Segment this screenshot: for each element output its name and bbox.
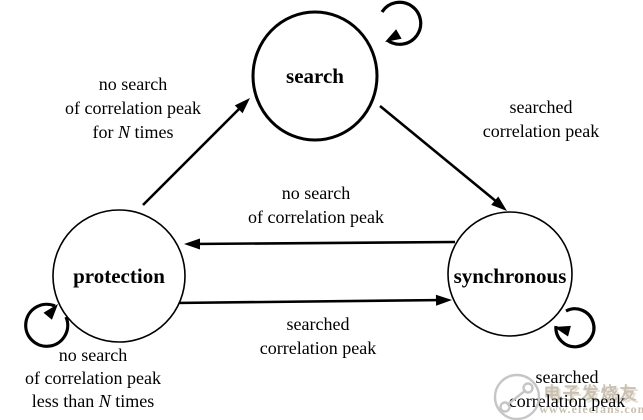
arrowhead-icon [554, 325, 571, 337]
watermark-url-text: www.elecfans.com [539, 402, 643, 416]
arrowhead-icon [184, 238, 200, 250]
watermark-brand-text: 电子发烧友 [544, 383, 639, 403]
state-search-label: search [286, 64, 344, 88]
edge-label-line: searched [510, 97, 573, 117]
self-loop-search-arc [380, 0, 423, 46]
edge-synchronous-to-protection-line [189, 240, 456, 246]
edge-synchronous-to-protection [184, 238, 456, 250]
edge-label-line: of correlation peak [248, 207, 384, 227]
self-loop-protection-arc [24, 302, 70, 348]
edge-search-to-synchronous-line [379, 104, 504, 209]
edge-protection-to-search [142, 98, 250, 206]
state-protection: protection [52, 209, 186, 343]
edge-label-line: no search [99, 74, 167, 94]
edge-label-protection-to-synchronous: searched correlation peak [260, 314, 376, 358]
edge-label-line: of correlation peak [25, 368, 161, 388]
watermark-logo-line [506, 389, 527, 406]
state-search: search [251, 10, 379, 142]
edge-label-line: searched [536, 367, 599, 387]
state-protection-label: protection [73, 264, 165, 288]
edge-protection-to-search-line [142, 101, 247, 206]
arrowhead-icon [491, 196, 507, 211]
state-synchronous-label: synchronous [454, 264, 567, 288]
edge-label-synchronous-to-protection: no search of correlation peak [248, 183, 384, 227]
state-search-circle [251, 10, 379, 142]
edge-label-protection-self: no search of correlation peak less than … [25, 345, 161, 411]
edge-label-line: no search [59, 345, 127, 365]
edge-label-line: correlation peak [260, 338, 376, 358]
edge-search-to-synchronous [379, 104, 507, 211]
edge-label-protection-to-search: no search of correlation peak for N time… [65, 74, 201, 142]
state-synchronous: synchronous [447, 211, 573, 337]
edge-label-line: for N times [92, 122, 173, 142]
state-synchronous-circle [447, 211, 573, 337]
watermark-logo-circle [493, 373, 541, 420]
self-loop-search [380, 0, 423, 46]
edge-label-search-to-synchronous: searched correlation peak [483, 97, 599, 141]
edge-label-line: correlation peak [509, 391, 625, 411]
edge-label-line: searched [287, 314, 350, 334]
edge-label-line: less than N times [32, 391, 155, 411]
edge-label-line: of correlation peak [65, 98, 201, 118]
watermark-logo-dot [522, 382, 534, 394]
watermark-logo-dot [499, 401, 511, 413]
edge-protection-to-synchronous [173, 294, 452, 306]
arrowhead-icon [43, 304, 58, 320]
watermark: 电子发烧友 电子发烧友 www.elecfans.com [539, 383, 643, 416]
state-protection-circle [52, 209, 186, 343]
watermark-brand-shadow-text: 电子发烧友 [546, 385, 641, 405]
self-loop-synchronous-arc [554, 307, 596, 349]
arrowhead-icon [385, 29, 402, 42]
self-loop-protection [24, 302, 70, 348]
edge-label-line: no search [282, 183, 350, 203]
arrowhead-icon [234, 98, 250, 114]
edge-protection-to-synchronous-line [173, 298, 447, 305]
edge-label-line: correlation peak [483, 121, 599, 141]
watermark-logo-icon [493, 373, 541, 420]
self-loop-synchronous [554, 307, 596, 349]
arrowhead-icon [435, 294, 452, 306]
